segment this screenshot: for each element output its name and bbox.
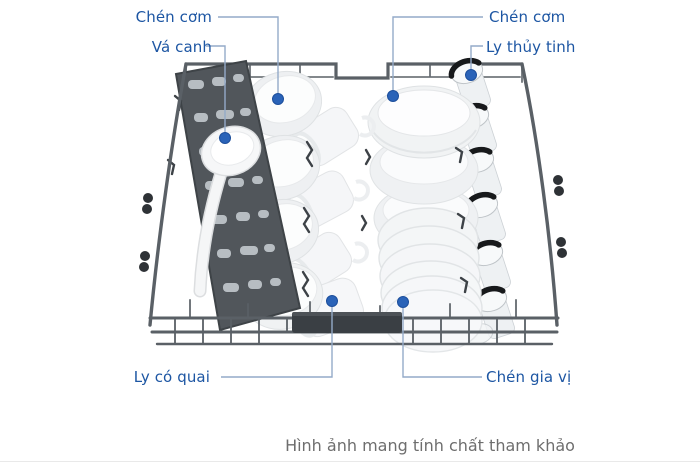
callout-dot-glass-cups — [465, 69, 477, 81]
rack-side-clips — [139, 175, 567, 272]
callout-lines — [206, 16, 483, 378]
condiment-dishes — [377, 207, 483, 353]
callout-dot-ladle — [219, 132, 231, 144]
callout-dot-rice-bowls — [272, 93, 284, 105]
cutlery-basket — [174, 59, 302, 332]
rack-handle — [292, 312, 402, 333]
callout-dot-handled-cups — [326, 295, 338, 307]
label-ly-thuy-tinh: Ly thủy tinh — [486, 38, 576, 56]
label-chen-gia-vi: Chén gia vị — [486, 368, 572, 386]
label-ly-co-quai: Ly có quai — [133, 368, 210, 386]
label-va-canh: Vá canh — [151, 38, 212, 56]
callout-dot-bowl-stack — [387, 90, 399, 102]
callout-dots — [219, 69, 477, 308]
reference-caption: Hình ảnh mang tính chất tham khảo — [285, 436, 575, 455]
page-divider — [0, 461, 700, 462]
label-chen-com-top-left: Chén cơm — [135, 8, 212, 26]
callout-dot-condiment-dishes — [397, 296, 409, 308]
bowl-stack — [367, 85, 481, 252]
label-chen-com-top-right: Chén cơm — [489, 8, 566, 26]
